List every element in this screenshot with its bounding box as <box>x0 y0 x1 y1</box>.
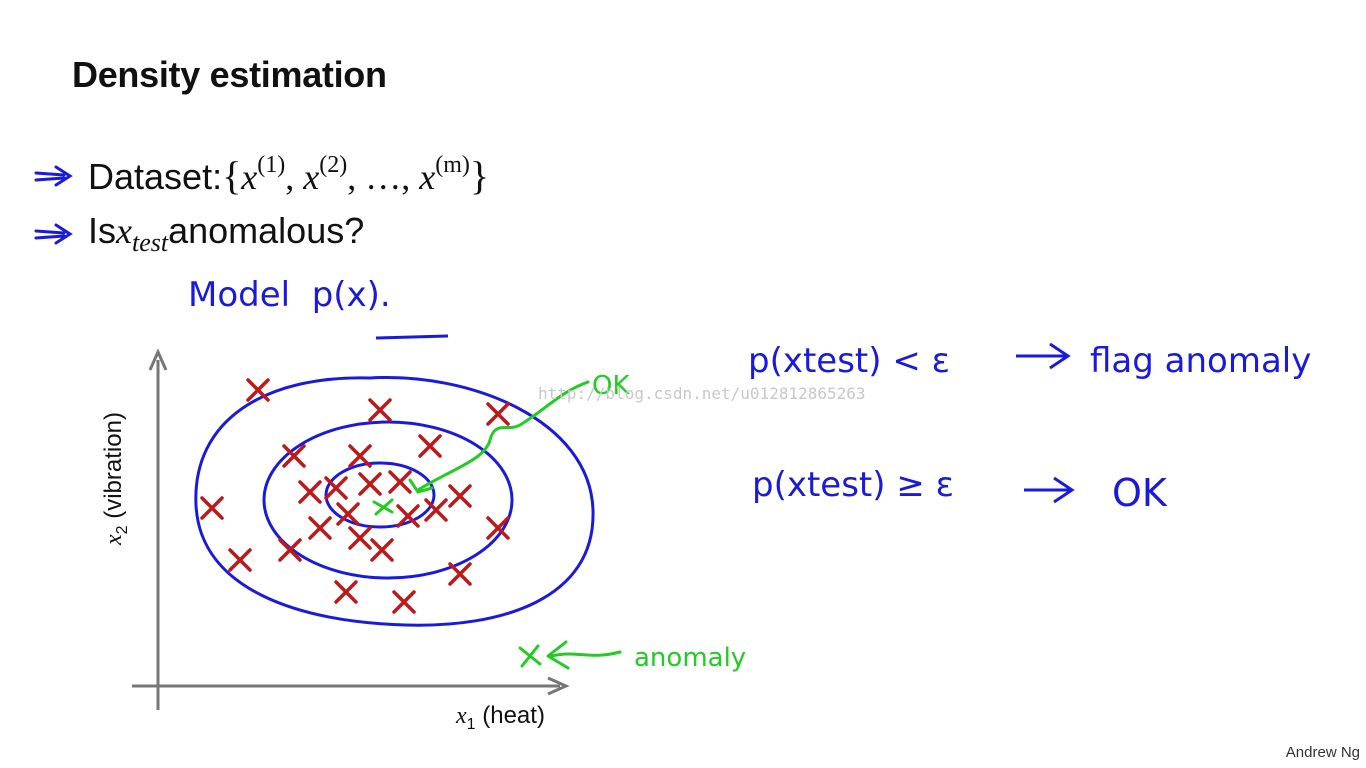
data-point-x-mark <box>424 498 448 522</box>
data-point-x-mark <box>298 480 322 504</box>
x-axis-label: x1 (heat) <box>456 702 545 733</box>
data-point-x-mark <box>392 590 416 614</box>
data-point-x-mark <box>200 496 224 520</box>
data-point-x-mark <box>348 444 372 468</box>
anomaly-arrow <box>546 640 622 670</box>
data-point-x-mark <box>448 562 472 586</box>
data-point-x-mark <box>348 526 372 550</box>
dataset-formula: {x(1), x(2), …, x(m)} <box>222 152 490 198</box>
density-contours <box>194 375 595 627</box>
ok-label: OK <box>592 371 630 401</box>
data-point-x-mark <box>388 470 412 494</box>
rule1-rhs: flag anomaly <box>1090 341 1311 381</box>
data-points <box>200 378 510 614</box>
dataset-label: Dataset: <box>88 156 223 197</box>
data-point-x-mark <box>358 472 382 496</box>
rule2-lhs: p(xtest) ≥ ε <box>752 465 954 505</box>
data-point-x-mark <box>308 516 332 540</box>
green-annotations <box>372 380 622 670</box>
ok-arrow <box>416 380 590 492</box>
y-axis-label: x2 (vibration) <box>100 412 131 545</box>
contour-middle <box>262 420 514 580</box>
bullet-dataset: Dataset: {x(1), x(2), …, x(m)} <box>34 152 489 199</box>
watermark: http://blog.csdn.net/u012812865263 <box>538 384 866 403</box>
data-point-x-mark <box>246 378 270 402</box>
data-point-x-mark <box>278 538 302 562</box>
rule1-lhs: p(xtest) < ε <box>748 341 950 381</box>
rule2-rhs: OK <box>1112 471 1168 515</box>
arrow-bullet-icon <box>34 223 73 245</box>
anomaly-label: anomaly <box>634 643 746 673</box>
data-point-x-mark <box>368 398 392 422</box>
data-point-x-mark <box>334 580 358 604</box>
xtest-mark-anomaly <box>518 644 542 668</box>
model-label: Model p(x). <box>188 275 391 315</box>
xtest-symbol: xtest <box>116 211 169 258</box>
data-point-x-mark <box>486 516 510 540</box>
plot-axes <box>132 348 570 710</box>
data-point-x-mark <box>448 484 472 508</box>
arrow-bullet-icon <box>34 165 73 186</box>
data-point-x-mark <box>282 444 306 468</box>
author-credit: Andrew Ng <box>1285 744 1360 761</box>
contour-inner <box>324 461 436 529</box>
data-point-x-mark <box>228 548 252 572</box>
data-point-x-mark <box>486 402 510 426</box>
rule1-arrow-icon <box>1016 342 1071 370</box>
contour-outer <box>194 375 595 627</box>
data-point-x-mark <box>336 502 360 526</box>
data-point-x-mark <box>418 434 442 458</box>
slide-title: Density estimation <box>72 54 387 95</box>
rule2-arrow-icon <box>1024 476 1075 504</box>
data-point-x-mark <box>324 476 348 500</box>
data-point-x-mark <box>396 504 420 528</box>
bullet-anomalous: Is xtest anomalous? <box>34 210 364 258</box>
data-point-x-mark <box>370 538 394 562</box>
question-after: anomalous? <box>168 210 365 251</box>
xtest-mark-center <box>372 498 394 516</box>
model-underline <box>375 334 449 340</box>
question-before: Is <box>88 210 117 251</box>
